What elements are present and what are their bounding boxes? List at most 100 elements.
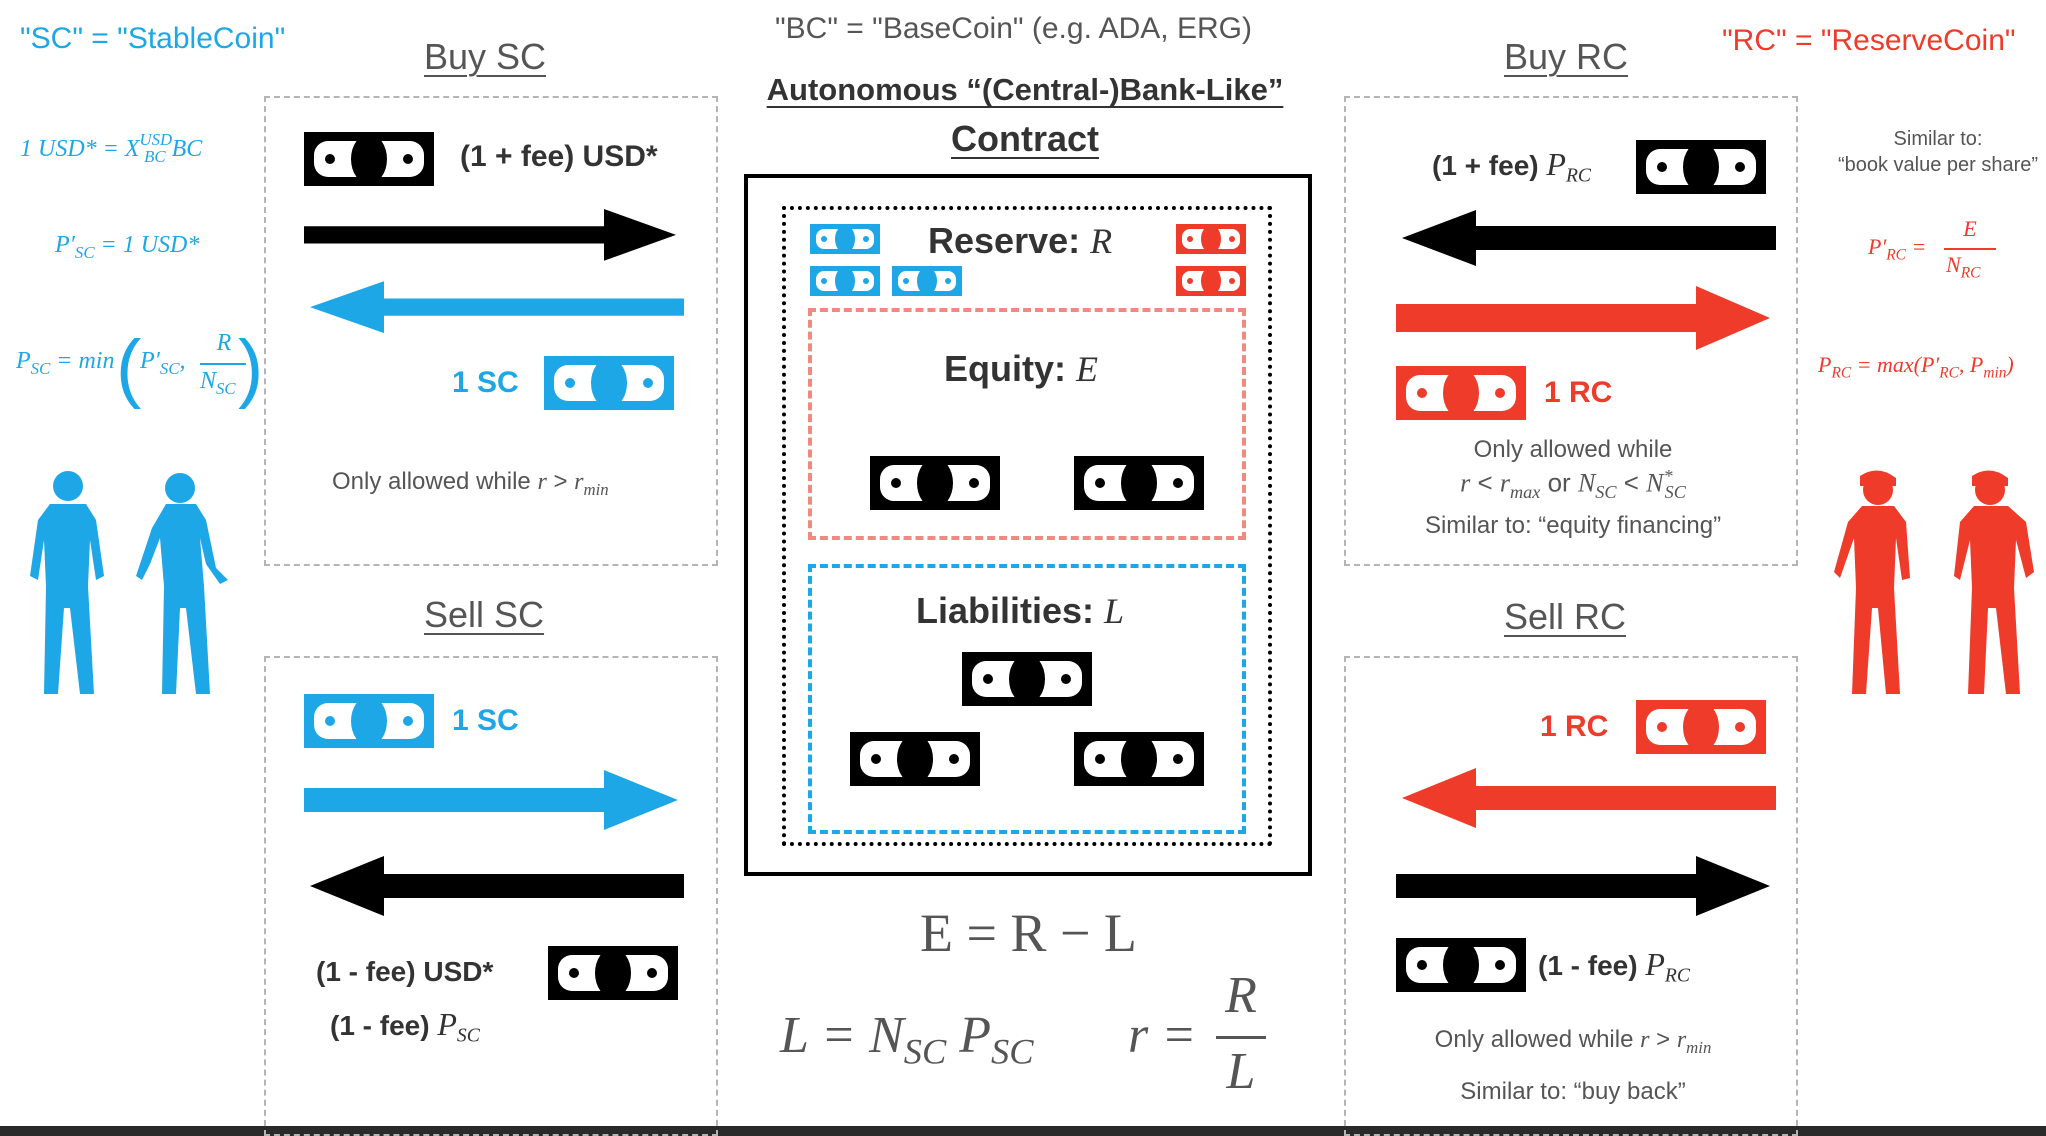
usd-bill-icon [870,456,1000,510]
sc-bill-icon [892,266,962,296]
sc-definition: "SC" = "StableCoin" [20,22,286,55]
sell-rc-condition-op: > [1649,1026,1677,1053]
reserve-var: R [1090,221,1113,261]
sc-bill-icon [544,356,674,410]
eq3-lhs: r = [1128,1007,1197,1064]
sc-bill-icon [810,266,880,296]
psc-prime-mark: ′ [69,232,75,258]
liabilities-region [808,564,1246,834]
equation-equity: E = R − L [920,903,1137,963]
usd-bill-icon [850,732,980,786]
sc-bill-icon [810,224,880,254]
equity-var: E [1076,349,1098,389]
liabilities-var: L [1104,591,1125,631]
psc-arg-group: P′SC, [140,348,186,378]
buy-rc-cond-nstar-sub: SC [1664,481,1686,502]
buy-rc-cond-nstar-sup: * [1663,466,1673,486]
sell-sc-receive-label-1: (1 - fee) USD* [316,956,494,987]
buy-sc-condition-op: > [546,468,575,495]
liabilities-label: Liabilities: L [916,590,1124,632]
prc-prime-lhs: P′ [1868,234,1887,259]
sell-sc-arrows [304,770,684,916]
buy-sc-title: Buy SC [424,36,547,77]
usd-bill-icon [1074,456,1204,510]
bc-definition: "BC" = "BaseCoin" (e.g. ADA, ERG) [775,12,1252,45]
sell-rc-receive-sub: RC [1664,965,1690,987]
eq3-den: L [1226,1043,1256,1100]
prc-rhs-sub2: min [1983,364,2007,382]
psc-arg-sub: SC [159,358,180,378]
equity-label: Equity: E [944,348,1098,390]
reserve-frame [782,206,1272,846]
psc-frac-num: R [216,330,232,356]
sell-sc-give-label: 1 SC [452,704,519,737]
eq2-sub2: SC [991,1031,1034,1072]
contract-title-line1: Autonomous “(Central-)Bank-Like” [766,72,1284,107]
usd-bill-icon [962,652,1092,706]
buy-rc-pay-sub: RC [1565,165,1591,187]
prc-prime-formula: P′RC = E NRC [1868,214,2008,284]
rc-bill-icon [1176,266,1246,296]
buy-sc-receive-label: 1 SC [452,366,519,399]
usd-bill-icon [1636,140,1766,194]
prc-lhs: P [1818,352,1832,377]
usd-bill-icon [304,132,434,186]
equity-region [808,308,1246,540]
buy-rc-pay-p: P [1546,146,1566,182]
psc-prime-formula: P′SC = 1 USD* [55,232,199,263]
buy-sc-condition-r: r [537,469,547,495]
psc-paren-close: ) [238,325,264,410]
buy-sc-arrow-black [304,208,676,261]
buy-rc-condition-line1: Only allowed while [1473,436,1673,463]
psc-prime-rhs: = 1 USD* [94,232,200,258]
sell-sc-receive-label-2: (1 - fee) PSC [330,1006,480,1048]
sell-rc-receive-label: (1 - fee) PRC [1538,946,1690,988]
buy-rc-cond-rmax-sub: max [1510,481,1541,502]
buy-sc-condition: Only allowed while r > rmin [332,468,609,500]
eq2-lhs: L = N [780,1007,904,1064]
sell-rc-arrow-red [1402,768,1776,828]
buy-rc-cond-n-sub: SC [1595,481,1617,502]
buy-rc-cond-n: N [1577,468,1596,498]
usd-bill-icon [1074,732,1204,786]
prc-rhs-sub1: RC [1939,364,1959,382]
book-value-line2: “book value per share” [1837,154,2039,176]
blue-users-icon [30,471,228,694]
psc-lhs-group: PSC = min [16,348,114,379]
sell-rc-give-label: 1 RC [1540,710,1609,743]
psc-frac-den-n: N [200,368,217,394]
prc-rhs-2: , P [1958,352,1984,377]
sell-rc-title: Sell RC [1504,596,1627,637]
sell-sc-receive-p: P [437,1006,457,1042]
prc-sub: RC [1831,364,1852,382]
rc-bill-icon [1176,224,1246,254]
sell-rc-receive-p: P [1645,946,1665,982]
usd-rate-sup: USD [139,130,173,149]
sell-rc-condition-prefix: Only allowed while [1434,1026,1641,1053]
buy-rc-cond-lt2: < [1616,467,1647,498]
buy-sc-pay-label: (1 + fee) USD* [460,140,658,173]
buy-rc-pay-label: (1 + fee) PRC [1432,146,1591,188]
eq2-mid: P [946,1007,991,1064]
sell-rc-condition-r: r [1640,1027,1650,1053]
reserve-label: Reserve: R [928,220,1112,262]
sell-rc-arrow-black [1396,856,1770,916]
usd-rate-rhs: BC [165,136,203,162]
reserve-label-text: Reserve: [928,220,1091,261]
prc-formula: PRC = max(P′RC, Pmin) [1818,352,2014,382]
prc-frac-bar [1944,248,1996,250]
psc-prime-sub: SC [74,242,95,262]
equity-label-text: Equity: [944,348,1076,389]
prc-rhs-1: = max(P′ [1851,352,1940,377]
psc-lhs: P [16,348,31,374]
psc-frac-den-sub: SC [216,378,236,398]
prc-frac-den-n: N [1946,252,1961,277]
rc-definition: "RC" = "ReserveCoin" [1722,24,2016,57]
buy-sc-condition-rmin: r [574,469,584,495]
prc-frac-den-sub: RC [1960,264,1981,282]
sell-rc-panel: 1 RC (1 - fee) PRC Only allowed while r … [1344,656,1798,1136]
buy-sc-panel: (1 + fee) USD* 1 SC Only allowed while r… [264,96,718,566]
contract-frame [744,174,1312,876]
buy-sc-condition-rmin-sub: min [583,479,609,499]
buy-sc-condition-prefix: Only allowed while [332,468,538,495]
